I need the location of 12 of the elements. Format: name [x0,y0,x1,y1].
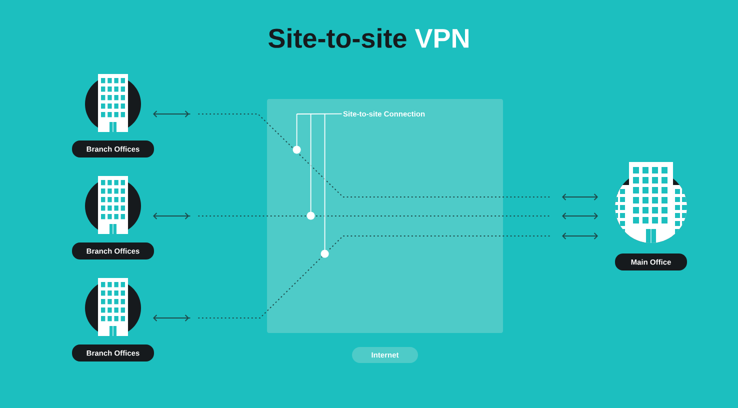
building-icon [85,278,141,336]
connection-arrow [153,232,598,322]
building-icon [85,176,141,234]
building-icon [615,162,687,243]
leader-line [320,113,329,258]
leader-line [292,113,301,154]
building-icon [85,74,141,132]
connection-arrow [153,110,598,200]
connection-arrow [153,212,598,220]
title: Site-to-site VPN [268,28,468,48]
leader-line [296,113,342,114]
leader-line [306,113,315,220]
